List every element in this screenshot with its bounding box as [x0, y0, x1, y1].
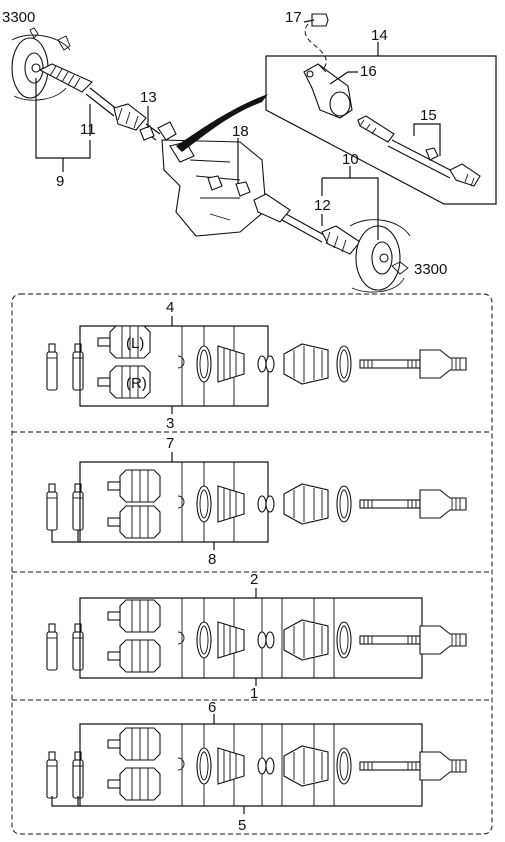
cv-side-left: (L)	[126, 335, 144, 352]
bracket-15	[413, 123, 441, 156]
bearing-bracket-16	[303, 63, 353, 119]
seal-18	[235, 181, 251, 197]
callout-17: 17	[285, 9, 302, 26]
intermediate-shaft-15	[357, 115, 481, 187]
right-drive-shaft	[253, 193, 361, 255]
kit-panel-6-5: 6 5	[46, 699, 467, 834]
callout-12: 12	[314, 197, 331, 214]
callout-2: 2	[250, 571, 258, 588]
callout-6: 6	[208, 699, 216, 716]
callout-8: 8	[208, 551, 216, 568]
ref-marker-left	[29, 27, 39, 39]
callout-5: 5	[238, 817, 246, 834]
kit-panel-2-1: 2 1	[46, 571, 467, 702]
right-wheel-hub	[349, 219, 411, 293]
bolt-17	[311, 13, 329, 27]
kit-panels-frame	[11, 293, 493, 835]
cv-side-right: (R)	[126, 375, 147, 392]
ref-marker-right	[391, 261, 409, 275]
callout-9: 9	[56, 173, 64, 190]
callout-15: 15	[420, 107, 437, 124]
bracket-10	[322, 177, 379, 240]
top-assembly-view: 3300	[2, 9, 497, 293]
callout-1: 1	[250, 685, 258, 702]
callout-3: 3	[166, 415, 174, 432]
inset-box-14	[265, 55, 497, 205]
kit-panel-4-3: (L) (R) 4 3	[46, 299, 467, 432]
ref-3300-left: 3300	[2, 9, 35, 26]
clip-18a	[207, 175, 223, 191]
callout-18: 18	[232, 123, 249, 140]
callout-14: 14	[371, 27, 388, 44]
callout-7: 7	[166, 435, 174, 452]
callout-16: 16	[360, 63, 377, 80]
cutaway-wedge	[176, 94, 268, 152]
bolt-leader	[304, 23, 327, 71]
callout-10: 10	[342, 151, 359, 168]
kit-panel-7-8: 7 8	[46, 435, 467, 568]
ref-3300-right: 3300	[414, 261, 447, 278]
seal-13	[139, 125, 155, 141]
callout-13: 13	[140, 89, 157, 106]
callout-4: 4	[166, 299, 174, 316]
callout-11: 11	[80, 121, 96, 138]
